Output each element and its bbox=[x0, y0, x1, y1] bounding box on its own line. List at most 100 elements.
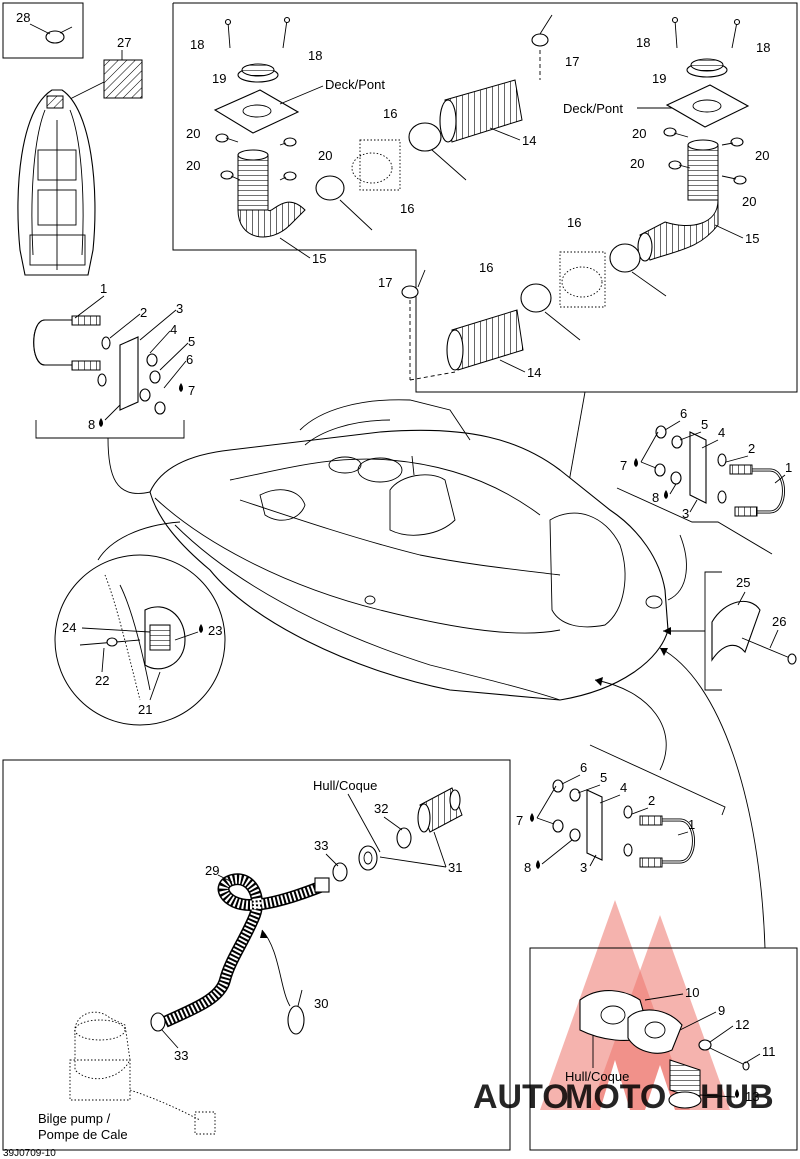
pin-18-right-a bbox=[671, 16, 679, 49]
callout-33b: 33 bbox=[174, 1048, 188, 1063]
screw-26 bbox=[741, 637, 797, 665]
vent-hose-15-left bbox=[237, 149, 306, 238]
clamp-33-top bbox=[332, 862, 348, 882]
callout-25: 25 bbox=[736, 575, 750, 590]
ubolt-group-right-top bbox=[654, 425, 785, 517]
flange-9 bbox=[627, 1009, 683, 1054]
callout-24: 24 bbox=[62, 620, 76, 635]
callout-20e: 20 bbox=[632, 126, 646, 141]
drop-icon bbox=[634, 458, 638, 467]
bilge-frame bbox=[2, 759, 511, 1151]
boat-hull-perspective bbox=[149, 399, 669, 701]
screw-28-icon bbox=[45, 26, 73, 44]
callout-7b: 7 bbox=[620, 458, 627, 473]
screw-11 bbox=[709, 1047, 750, 1071]
callout-5c: 5 bbox=[600, 770, 607, 785]
vent-cap-19-left bbox=[237, 63, 279, 83]
callout-18c: 18 bbox=[636, 35, 650, 50]
callout-3b: 3 bbox=[682, 506, 689, 521]
callout-6b: 6 bbox=[680, 406, 687, 421]
callout-2c: 2 bbox=[648, 793, 655, 808]
hull-coque-inset-label: Hull/Coque bbox=[565, 1069, 629, 1084]
callout-23: 23 bbox=[208, 623, 222, 638]
drop-icon bbox=[99, 418, 103, 427]
callout-15b: 15 bbox=[745, 231, 759, 246]
callout-10: 10 bbox=[685, 985, 699, 1000]
callout-8b: 8 bbox=[652, 490, 659, 505]
drain-fitting-frame bbox=[529, 947, 798, 1151]
vent-hose-14-bottom bbox=[446, 309, 524, 371]
drop-icon bbox=[179, 383, 183, 392]
pin-18-left-b bbox=[282, 16, 291, 49]
callout-20f: 20 bbox=[755, 148, 769, 163]
callout-14b: 14 bbox=[527, 365, 541, 380]
callout-16d: 16 bbox=[479, 260, 493, 275]
flange-31 bbox=[358, 845, 378, 871]
tie-16-left-b bbox=[408, 122, 467, 181]
thru-hull-fitting-31 bbox=[417, 787, 463, 833]
vent-hose-14-top bbox=[439, 79, 523, 143]
callout-1b: 1 bbox=[785, 460, 792, 475]
deck-pont-right-label: Deck/Pont bbox=[563, 101, 623, 116]
callout-29: 29 bbox=[205, 863, 219, 878]
boat-top-view bbox=[17, 89, 96, 276]
ventilation-frame bbox=[172, 2, 798, 393]
callout-8c: 8 bbox=[524, 860, 531, 875]
callout-21: 21 bbox=[138, 702, 152, 717]
callout-7a: 7 bbox=[188, 383, 195, 398]
callout-20a: 20 bbox=[186, 126, 200, 141]
callout-13: 13 bbox=[745, 1089, 759, 1104]
callout-4c: 4 bbox=[620, 780, 627, 795]
flapper-valve-dotted-right bbox=[559, 251, 606, 308]
label-27-icon bbox=[103, 59, 143, 99]
callout-20b: 20 bbox=[318, 148, 332, 163]
drop-icon bbox=[536, 860, 540, 869]
clamp-33-bottom bbox=[150, 1012, 166, 1032]
clip-17-mid bbox=[401, 269, 426, 299]
callout-17a: 17 bbox=[565, 54, 579, 69]
clip-17-top bbox=[531, 14, 553, 47]
deck-plate-left bbox=[213, 89, 300, 134]
callout-22: 22 bbox=[95, 673, 109, 688]
callout-8a: 8 bbox=[88, 417, 95, 432]
deck-plate-right bbox=[665, 84, 750, 128]
callout-6a: 6 bbox=[186, 352, 193, 367]
callout-28: 28 bbox=[16, 10, 30, 25]
svg-text:HUB: HUB bbox=[700, 1078, 774, 1116]
callout-15a: 15 bbox=[312, 251, 326, 266]
drain-plug-13 bbox=[668, 1059, 702, 1109]
callout-1c: 1 bbox=[688, 817, 695, 832]
callout-20c: 20 bbox=[186, 158, 200, 173]
bilge-pump-label-1: Bilge pump / bbox=[38, 1111, 111, 1126]
callout-4b: 4 bbox=[718, 425, 725, 440]
deck-pont-left-label: Deck/Pont bbox=[325, 77, 385, 92]
tie-16-left-a bbox=[315, 175, 373, 231]
callout-2a: 2 bbox=[140, 305, 147, 320]
drop-icon bbox=[530, 813, 534, 822]
hull-coque-top-label: Hull/Coque bbox=[313, 778, 377, 793]
callout-1a: 1 bbox=[100, 281, 107, 296]
figure-code: 39J0709-10 bbox=[3, 1148, 56, 1159]
callout-16c: 16 bbox=[567, 215, 581, 230]
callout-5b: 5 bbox=[701, 417, 708, 432]
callout-3a: 3 bbox=[176, 301, 183, 316]
callout-14a: 14 bbox=[522, 133, 536, 148]
callout-19a: 19 bbox=[212, 71, 226, 86]
watermark-text: AUTO MOTO HUB bbox=[473, 1078, 774, 1116]
callout-32: 32 bbox=[374, 801, 388, 816]
callout-27: 27 bbox=[117, 35, 131, 50]
callout-5a: 5 bbox=[188, 334, 195, 349]
callout-12: 12 bbox=[735, 1017, 749, 1032]
drop-icon bbox=[735, 1089, 739, 1098]
callout-18d: 18 bbox=[756, 40, 770, 55]
callout-20g: 20 bbox=[630, 156, 644, 171]
callout-17b: 17 bbox=[378, 275, 392, 290]
drop-icon bbox=[199, 624, 203, 633]
callout-4a: 4 bbox=[170, 322, 177, 337]
callout-19b: 19 bbox=[652, 71, 666, 86]
drain-plug-parts bbox=[79, 574, 186, 701]
screws-20-right bbox=[663, 127, 747, 185]
ubolt-group-left bbox=[33, 315, 166, 415]
pin-18-left-a bbox=[224, 18, 232, 49]
